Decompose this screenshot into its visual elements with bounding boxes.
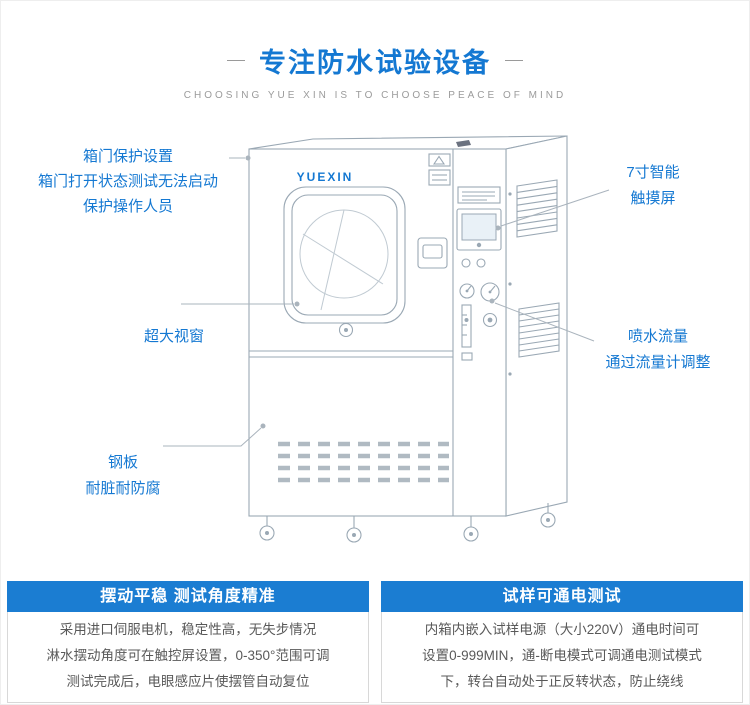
touchscreen [461,213,497,241]
title-row: 专注防水试验设备 [1,41,749,80]
panel-swing-title: 摆动平稳 测试角度精准 [7,581,369,612]
machine-body: YUEXIN [248,135,568,543]
callout-door-protection-line2: 箱门打开状态测试无法启动 [37,173,218,190]
leader-dot-touchscreen [495,225,501,231]
callout-flow: 喷水流量 通过流量计调整 [591,324,725,376]
callout-steel: 钢板 耐脏耐防腐 [59,450,187,502]
callout-door-protection-line3: 保护操作人员 [82,198,173,215]
panel-power: 试样可通电测试 内箱内嵌入试样电源（大小220V）通电时间可 设置0-999MI… [381,581,743,703]
brand-logo: YUEXIN [297,170,354,184]
hinge-dot [508,372,512,376]
toggle-switch-left [461,258,471,268]
callout-touchscreen: 7寸智能 触摸屏 [601,160,705,212]
toggle-switch-right [476,258,486,268]
panel-power-title: 试样可通电测试 [381,581,743,612]
flow-meter [461,304,472,348]
machine-side-face [505,135,568,517]
machine-illustration: YUEXIN [163,135,610,543]
callout-window: 超大视窗 [131,324,217,349]
callout-door-protection: 箱门保护设置 箱门打开状态测试无法启动 保护操作人员 [23,144,233,219]
side-vent-upper [516,179,558,238]
door-lock [338,322,354,338]
side-vent-lower [518,302,560,358]
leader-dot-window [294,301,300,307]
panel-swing: 摆动平稳 测试角度精准 采用进口伺服电机，稳定性高，无失步情况 淋水摆动角度可在… [7,581,369,703]
touchscreen-frame [456,208,502,251]
leader-touchscreen [500,189,610,227]
warning-labels [428,140,471,186]
leader-dot-steel [260,423,266,429]
illustration-stage: YUEXIN [1,114,749,574]
callout-door-protection-line1: 箱门保护设置 [82,148,173,165]
viewing-window [283,186,406,324]
callout-steel-line1: 钢板 [107,454,138,471]
home-button [476,242,482,248]
leader-flow [494,302,595,342]
feature-panels: 摆动平稳 测试角度精准 采用进口伺服电机，稳定性高，无失步情况 淋水摆动角度可在… [7,581,743,703]
machine-front-face [248,148,507,517]
name-plate [457,186,501,204]
panel-power-body: 内箱内嵌入试样电源（大小220V）通电时间可 设置0-999MIN，通-断电模式… [381,612,743,703]
front-louver-vents [278,441,449,483]
title-rule-right [505,60,523,61]
callout-flow-line1: 喷水流量 [627,328,688,345]
callout-window-label: 超大视窗 [143,328,204,345]
leader-dot-door-protection [245,155,251,161]
page-header: 专注防水试验设备 CHOOSING YUE XIN IS TO CHOOSE P… [1,1,749,101]
callout-leaders [163,155,610,447]
caster-wheels [259,503,556,543]
callout-flow-line2: 通过流量计调整 [605,354,711,371]
panel-swing-body: 采用进口伺服电机，稳定性高，无失步情况 淋水摆动角度可在触控屏设置，0-350°… [7,612,369,703]
callout-touchscreen-line1: 7寸智能 [626,164,680,181]
callout-touchscreen-line2: 触摸屏 [630,190,676,207]
door-handle [417,237,448,269]
page-subtitle: CHOOSING YUE XIN IS TO CHOOSE PEACE OF M… [183,90,567,101]
adjust-knob [482,312,498,328]
drain-fitting [461,352,473,361]
leader-dot-flow [489,298,495,304]
top-warning-sticker [456,140,471,147]
leader-steel [163,427,262,447]
hinge-dot [508,192,512,196]
page-title: 专注防水试验设备 [259,48,491,78]
callout-steel-line2: 耐脏耐防腐 [85,480,161,497]
pressure-gauge-small [459,283,475,299]
hinge-dot [508,282,512,286]
control-panel [456,186,502,361]
title-rule-left [227,60,245,61]
